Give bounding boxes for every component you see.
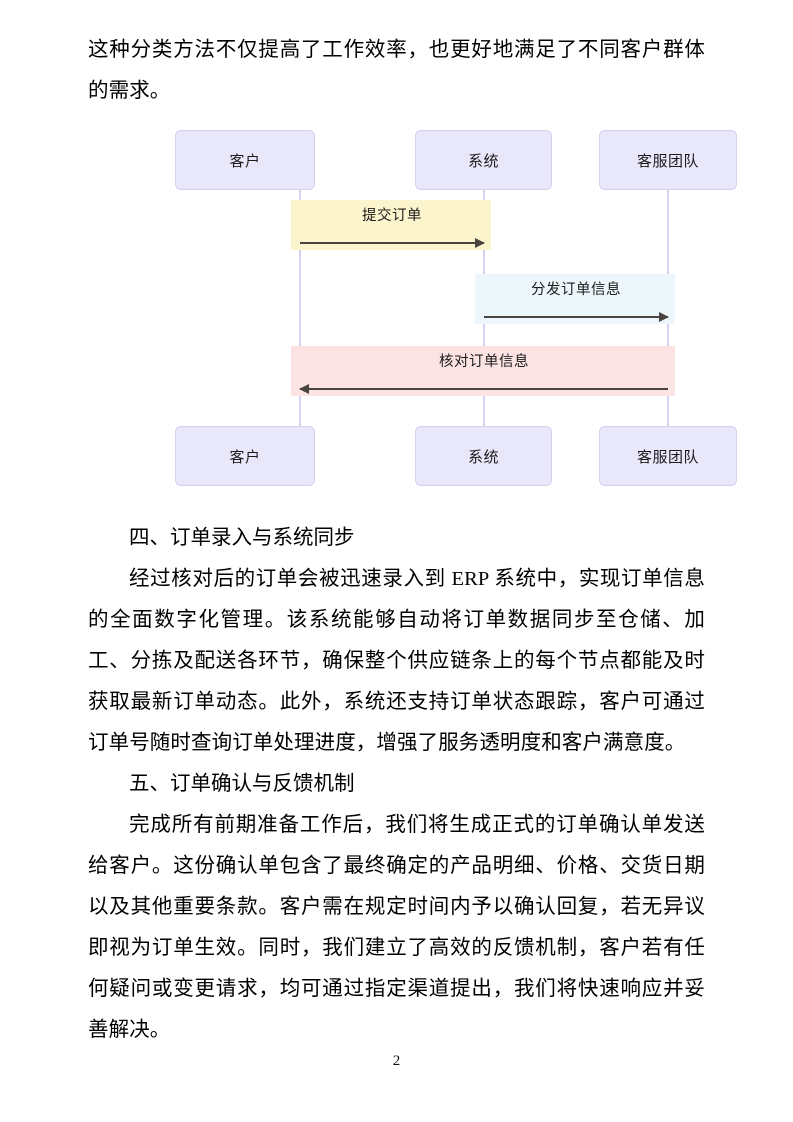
page-content: 这种分类方法不仅提高了工作效率，也更好地满足了不同客户群体的需求。 客户 系统: [88, 30, 737, 1051]
participant-label-system-bottom: 系统: [467, 447, 499, 466]
message-band-3: [291, 346, 675, 396]
section-body-4: 经过核对后的订单会被迅速录入到 ERP 系统中，实现订单信息的全面数字化管理。该…: [88, 568, 705, 754]
message-3: 核对订单信息: [299, 352, 668, 396]
arrow-head-right-icon-1: [475, 238, 485, 248]
participant-box-customer-bottom: 客户: [175, 426, 315, 486]
message-label-3: 核对订单信息: [439, 354, 529, 370]
participant-box-system-bottom: 系统: [415, 426, 552, 486]
page-number: 2: [392, 1053, 401, 1069]
paragraph-intro: 这种分类方法不仅提高了工作效率，也更好地满足了不同客户群体的需求。: [88, 39, 705, 102]
message-label-2: 分发订单信息: [531, 282, 621, 298]
message-band-2: [475, 274, 675, 324]
participant-label-customer-top: 客户: [229, 151, 261, 170]
message-label-1: 提交订单: [362, 208, 422, 224]
participant-label-support-top: 客服团队: [636, 151, 699, 170]
participant-label-system-top: 系统: [467, 151, 499, 170]
sequence-diagram-figure: 客户 系统 客服团队 提交订单 分发订单信息: [88, 124, 737, 514]
message-1: 提交订单: [300, 206, 485, 250]
participant-box-support-top: 客服团队: [599, 130, 737, 190]
arrow-head-right-icon-2: [659, 312, 669, 322]
participant-box-system-top: 系统: [415, 130, 552, 190]
message-2: 分发订单信息: [484, 280, 669, 324]
section-body-5: 完成所有前期准备工作后，我们将生成正式的订单确认单发送给客户。这份确认单包含了最…: [88, 814, 705, 1041]
participant-label-customer-bottom: 客户: [229, 447, 261, 466]
participant-box-customer-top: 客户: [175, 130, 315, 190]
participant-label-support-bottom: 客服团队: [636, 447, 699, 466]
section-heading-4: 四、订单录入与系统同步: [129, 527, 355, 549]
participant-box-support-bottom: 客服团队: [599, 426, 737, 486]
section-heading-5: 五、订单确认与反馈机制: [129, 773, 355, 795]
message-arrow-line-3: [300, 388, 668, 390]
message-arrow-line-1: [300, 242, 484, 244]
message-arrow-line-2: [484, 316, 668, 318]
lifeline-customer: [299, 184, 301, 426]
message-band-1: [291, 200, 491, 250]
arrow-head-left-icon-3: [299, 384, 309, 394]
sequence-diagram: 客户 系统 客服团队 提交订单 分发订单信息: [143, 124, 737, 514]
